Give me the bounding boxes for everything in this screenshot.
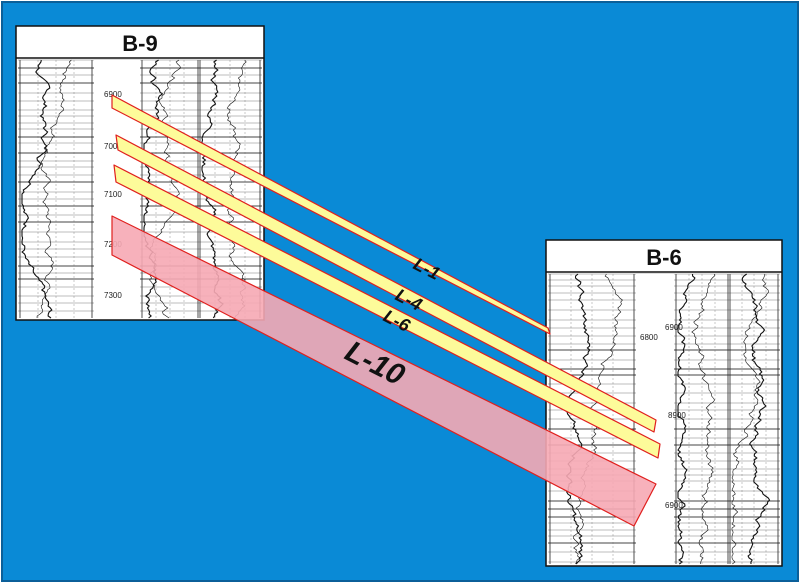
well-b6-depth-labels: 6800 6900 8900 6900: [640, 323, 686, 510]
b6-depth-label-2: 6900: [665, 323, 683, 332]
b6-depth-label-3: 8900: [668, 411, 686, 420]
b9-depth-label-2: 7000: [104, 142, 122, 151]
band-l6: [113, 164, 661, 459]
b6-depth-label-4: 6900: [665, 501, 683, 510]
well-b6-panel: B-6 6800 6900 8900 6900: [545, 239, 783, 567]
band-l4: [115, 134, 657, 433]
correlation-bands: [111, 94, 661, 527]
b9-depth-label-1: 6900: [104, 90, 122, 99]
well-b6-title: B-6: [646, 245, 681, 270]
well-b9-panel: B-9 6900 7000 7100 7200 7300: [15, 25, 265, 321]
well-b9-title: B-9: [122, 31, 157, 56]
b9-depth-label-3: 7100: [104, 190, 122, 199]
band-l1: [111, 94, 551, 335]
band-l10: [111, 215, 657, 527]
b9-depth-label-5: 7300: [104, 291, 122, 300]
b6-depth-label-1: 6800: [640, 333, 658, 342]
